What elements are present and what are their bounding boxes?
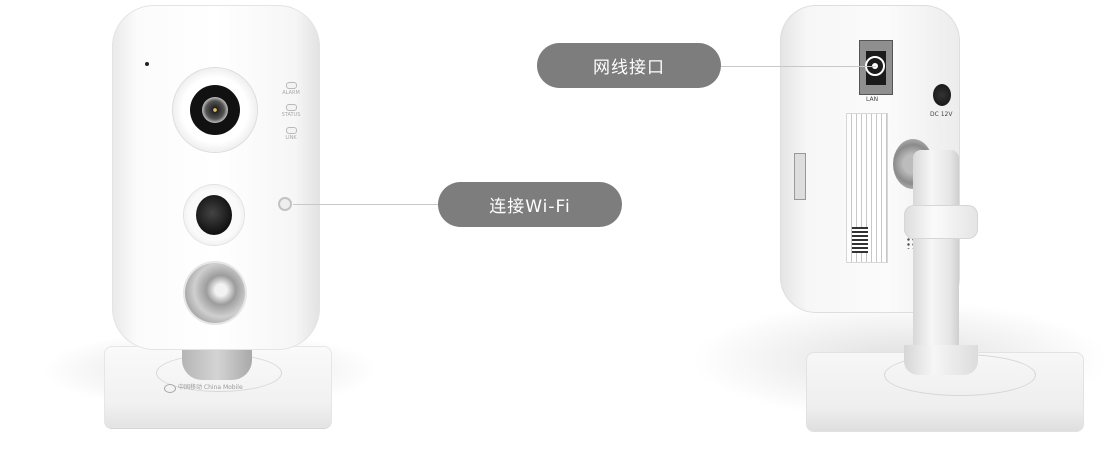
- dc-power-port[interactable]: [933, 84, 951, 106]
- led-link-label: LINK: [285, 135, 297, 141]
- stand-foot: [904, 345, 978, 375]
- led-alarm-label: ALARM: [282, 90, 300, 96]
- sd-card-slot: [794, 153, 806, 200]
- back-camera-stand: [913, 150, 959, 375]
- led-alarm: [286, 82, 297, 89]
- brand-logo-icon: [164, 384, 176, 393]
- lan-callout-label: 网线接口: [537, 43, 721, 88]
- power-port-label: DC 12V: [930, 111, 953, 118]
- pir-sensor: [185, 263, 245, 323]
- led-status: [286, 104, 297, 111]
- led-status-label: STATUS: [281, 112, 301, 118]
- ir-sensor: [196, 195, 232, 235]
- wifi-callout-line: [293, 204, 439, 205]
- brand-text: 中国移动 China Mobile: [178, 384, 243, 391]
- wifi-callout-label: 连接Wi-Fi: [438, 182, 622, 227]
- back-camera-base: [806, 352, 1084, 432]
- lan-port-label: LAN: [866, 96, 879, 103]
- lan-port[interactable]: [859, 40, 893, 95]
- camera-lens: [190, 85, 240, 135]
- wifi-button[interactable]: [278, 197, 292, 211]
- led-link: [286, 127, 297, 134]
- stand-clamp: [904, 205, 978, 239]
- qr-code: [852, 227, 868, 253]
- lan-callout-line: [720, 66, 876, 67]
- front-camera-body: ALARM STATUS LINK: [112, 5, 320, 350]
- microphone-hole: [145, 62, 149, 66]
